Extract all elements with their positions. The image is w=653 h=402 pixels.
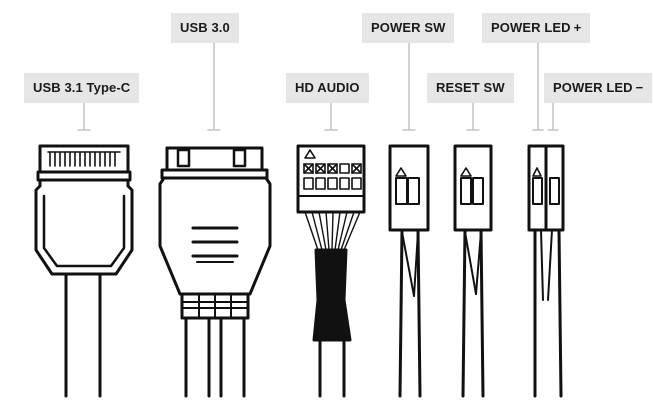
label-text: HD AUDIO (295, 80, 360, 95)
powerled-connector (527, 144, 565, 398)
usb30-connector (158, 146, 272, 398)
usb31-connector (34, 144, 134, 398)
label-text: POWER LED (491, 20, 571, 35)
label-power-led-minus: POWER LED− (544, 73, 653, 103)
label-text: USB 3.0 (180, 20, 230, 35)
leader-lines (77, 41, 559, 131)
label-reset-sw: RESET SW (427, 73, 514, 103)
label-usb30: USB 3.0 (171, 13, 239, 43)
label-usb31-type-c: USB 3.1 Type-C (24, 73, 140, 103)
hdaudio-connector (296, 144, 366, 398)
label-hd-audio: HD AUDIO (286, 73, 369, 103)
label-text: POWER SW (371, 20, 446, 35)
label-power-led-plus: POWER LED+ (482, 13, 591, 43)
resetsw-connector (453, 144, 493, 398)
label-sign: − (635, 80, 644, 95)
label-text: USB 3.1 Type-C (33, 80, 131, 95)
label-text: POWER LED (553, 80, 633, 95)
label-power-sw: POWER SW (362, 13, 455, 43)
powersw-connector (388, 144, 430, 398)
label-text: RESET SW (436, 80, 505, 95)
label-sign: + (573, 20, 582, 35)
